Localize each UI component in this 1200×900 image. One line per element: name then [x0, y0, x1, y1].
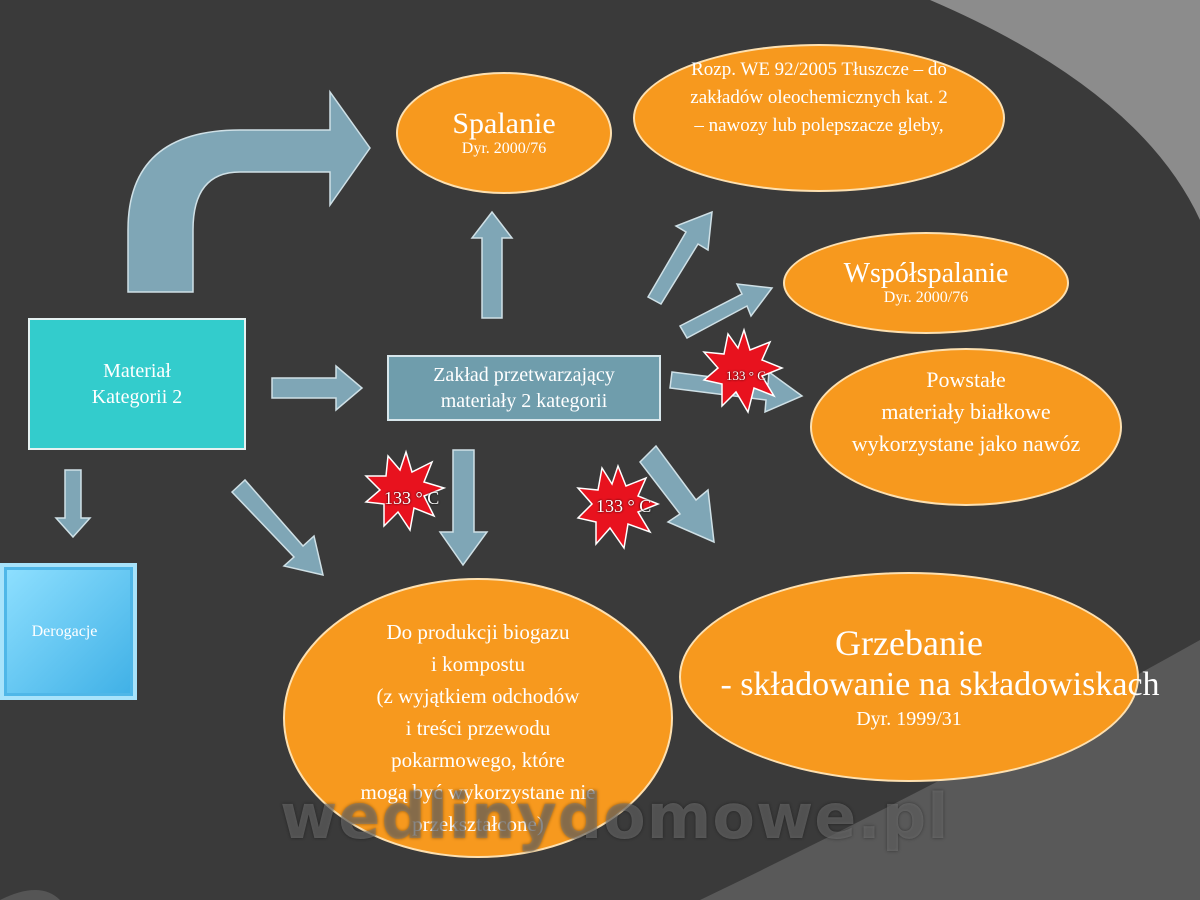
rozp-line-2: zakładów oleochemicznych kat. 2 — [690, 87, 948, 108]
derogacje-label: Derogacje — [31, 622, 98, 640]
arrow-plant-to-grzebanie — [639, 444, 715, 544]
bg-curve-top-right — [930, 0, 1200, 220]
arrow-plant-to-spalanie — [470, 210, 514, 319]
biogaz-line-5: pokarmowego, które — [391, 748, 565, 772]
plant-line-2: materiały 2 kategorii — [440, 390, 608, 412]
derogacje-box: Derogacje — [0, 563, 137, 700]
burst-right-label: 133 ° C — [726, 368, 766, 383]
biogaz-line-2: i kompostu — [431, 652, 525, 676]
biogaz-line-3: (z wyjątkiem odchodów — [376, 684, 580, 708]
burst-left — [364, 449, 447, 532]
biogaz-line-1: Do produkcji biogazu — [386, 620, 570, 644]
wspolspalanie-ellipse: Współspalanie Dyr. 2000/76 — [783, 232, 1069, 334]
arrow-plant-to-wspolspalanie — [678, 283, 774, 340]
grzebanie-sub: Dyr. 1999/31 — [856, 708, 962, 730]
biogaz-kompost-ellipse: Do produkcji biogazu i kompostu (z wyjąt… — [283, 578, 673, 858]
spalanie-sub: Dyr. 2000/76 — [461, 140, 547, 157]
spalanie-title: Spalanie — [452, 107, 556, 140]
material-category-2-box: Materiał Kategorii 2 — [28, 318, 246, 450]
rozp-line-3: – nawozy lub polepszacze gleby, — [694, 115, 944, 136]
burst-middle — [576, 463, 661, 550]
material-line-2: Kategorii 2 — [91, 386, 183, 408]
watermark: wedlinydomowe.pl — [280, 780, 950, 853]
curved-arrow-to-spalanie — [127, 89, 371, 293]
wspolspalanie-sub: Dyr. 2000/76 — [883, 289, 969, 306]
rozp-line-1: Rozp. WE 92/2005 Tłuszcze – do — [691, 59, 947, 80]
arrow-material-to-plant — [271, 364, 364, 412]
material-line-1: Materiał — [103, 360, 171, 382]
burst-middle-label: 133 ° C — [596, 496, 652, 516]
processing-plant-box: Zakład przetwarzający materiały 2 katego… — [387, 355, 661, 421]
biogaz-line-4: i treści przewodu — [405, 716, 551, 740]
arrow-material-to-biogaz — [230, 478, 325, 577]
arrow-material-to-derogacje — [54, 469, 92, 539]
burst-left-label: 133 ° C — [384, 488, 440, 508]
powstale-line-2: materiały białkowe — [881, 399, 1051, 424]
biogaz-line-7: przekształcone) — [412, 812, 544, 836]
powstale-line-1: Powstałe — [926, 367, 1006, 392]
grzebanie-line-2: - składowanie na składowiskach — [720, 666, 1160, 703]
wspolspalanie-title: Współspalanie — [843, 258, 1009, 289]
plant-line-1: Zakład przetwarzający — [433, 364, 615, 386]
grzebanie-ellipse: Grzebanie - składowanie na składowiskach… — [679, 572, 1160, 782]
biogaz-line-6: mogą być wykorzystane nie — [360, 780, 596, 804]
arrow-plant-to-biogaz — [438, 449, 489, 567]
bg-curve-bottom-right — [700, 640, 1200, 900]
bg-curve-bottom-left — [0, 890, 60, 900]
burst-right — [702, 327, 785, 414]
rozp-we-ellipse: Rozp. WE 92/2005 Tłuszcze – do zakładów … — [633, 44, 1005, 192]
grzebanie-title: Grzebanie — [835, 623, 983, 663]
spalanie-ellipse: Spalanie Dyr. 2000/76 — [396, 72, 612, 194]
powstale-line-3: wykorzystane jako nawóz — [851, 431, 1081, 456]
powstale-materialy-ellipse: Powstałe materiały białkowe wykorzystane… — [810, 348, 1122, 506]
arrow-plant-to-rozp — [646, 210, 713, 305]
